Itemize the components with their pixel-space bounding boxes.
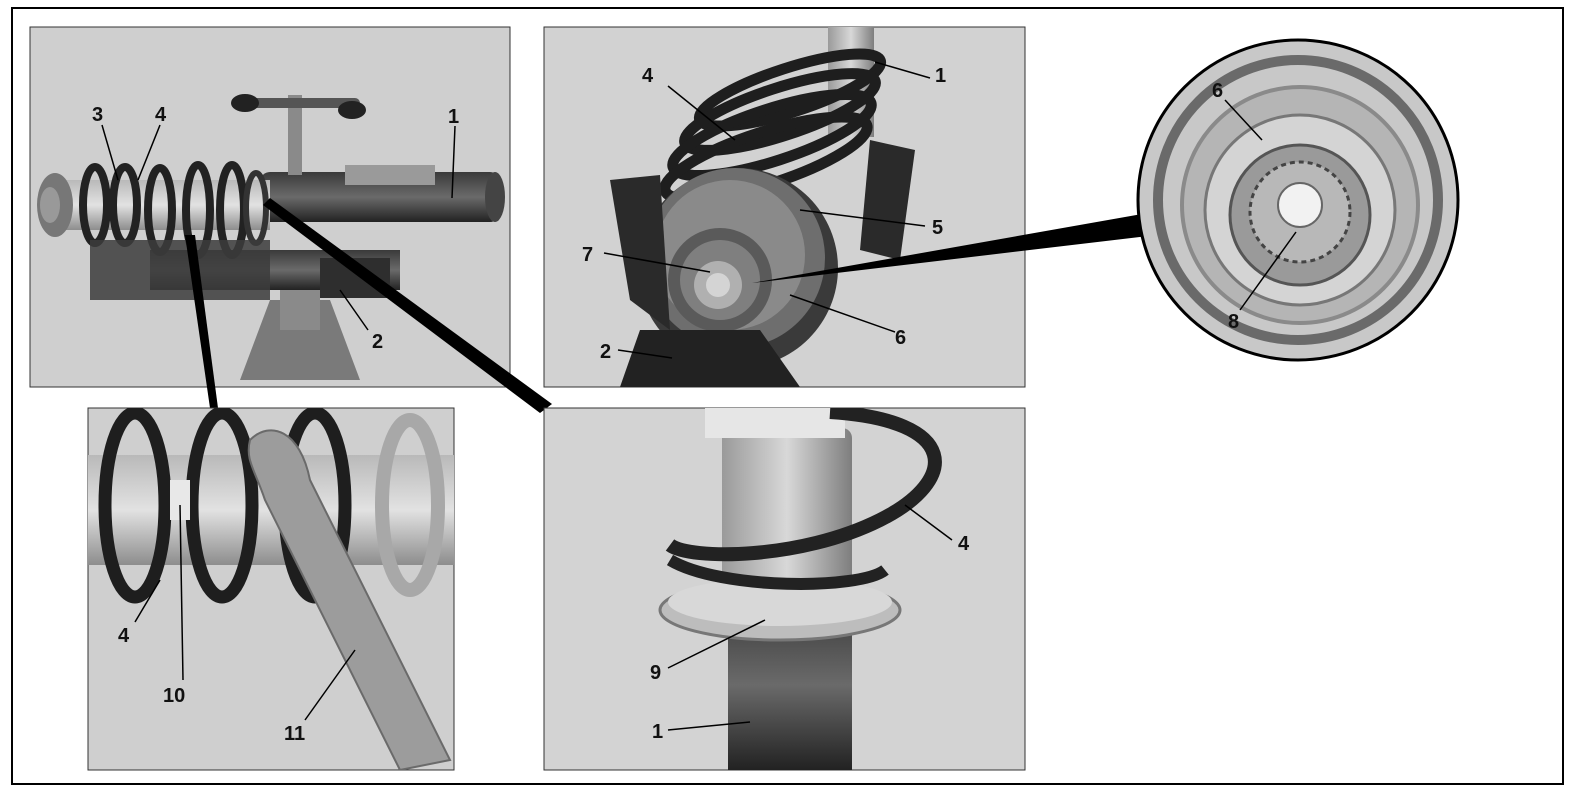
callout-10: 10 — [163, 685, 185, 707]
panel-top-left: 1 2 3 4 — [29, 26, 511, 388]
callout-4: 4 — [118, 625, 130, 647]
detail-pointer — [263, 198, 552, 413]
detail-pointer — [752, 214, 1148, 283]
callout-8: 8 — [1228, 311, 1239, 333]
callout-11: 11 — [284, 723, 305, 745]
callout-3: 3 — [92, 104, 103, 126]
callout-2: 2 — [372, 331, 383, 353]
callout-6: 6 — [895, 327, 906, 349]
callout-4: 4 — [642, 65, 654, 87]
panel-bottom-left: 4 10 11 — [87, 407, 455, 771]
panel-top-middle: 1 2 4 5 6 7 — [543, 26, 1026, 388]
callout-2: 2 — [600, 341, 611, 363]
callout-4: 4 — [958, 533, 970, 555]
callout-9: 9 — [650, 662, 661, 684]
panel-bottom-middle: 1 4 9 — [543, 407, 1026, 771]
callout-1: 1 — [652, 721, 663, 743]
callout-4: 4 — [155, 104, 167, 126]
panel-detail-circle: 6 8 — [1136, 38, 1460, 362]
callout-6: 6 — [1212, 80, 1223, 102]
detail-pointer — [185, 235, 218, 408]
callout-1: 1 — [935, 65, 946, 87]
callout-5: 5 — [932, 217, 943, 239]
callout-7: 7 — [582, 244, 593, 266]
callout-1: 1 — [448, 106, 459, 128]
